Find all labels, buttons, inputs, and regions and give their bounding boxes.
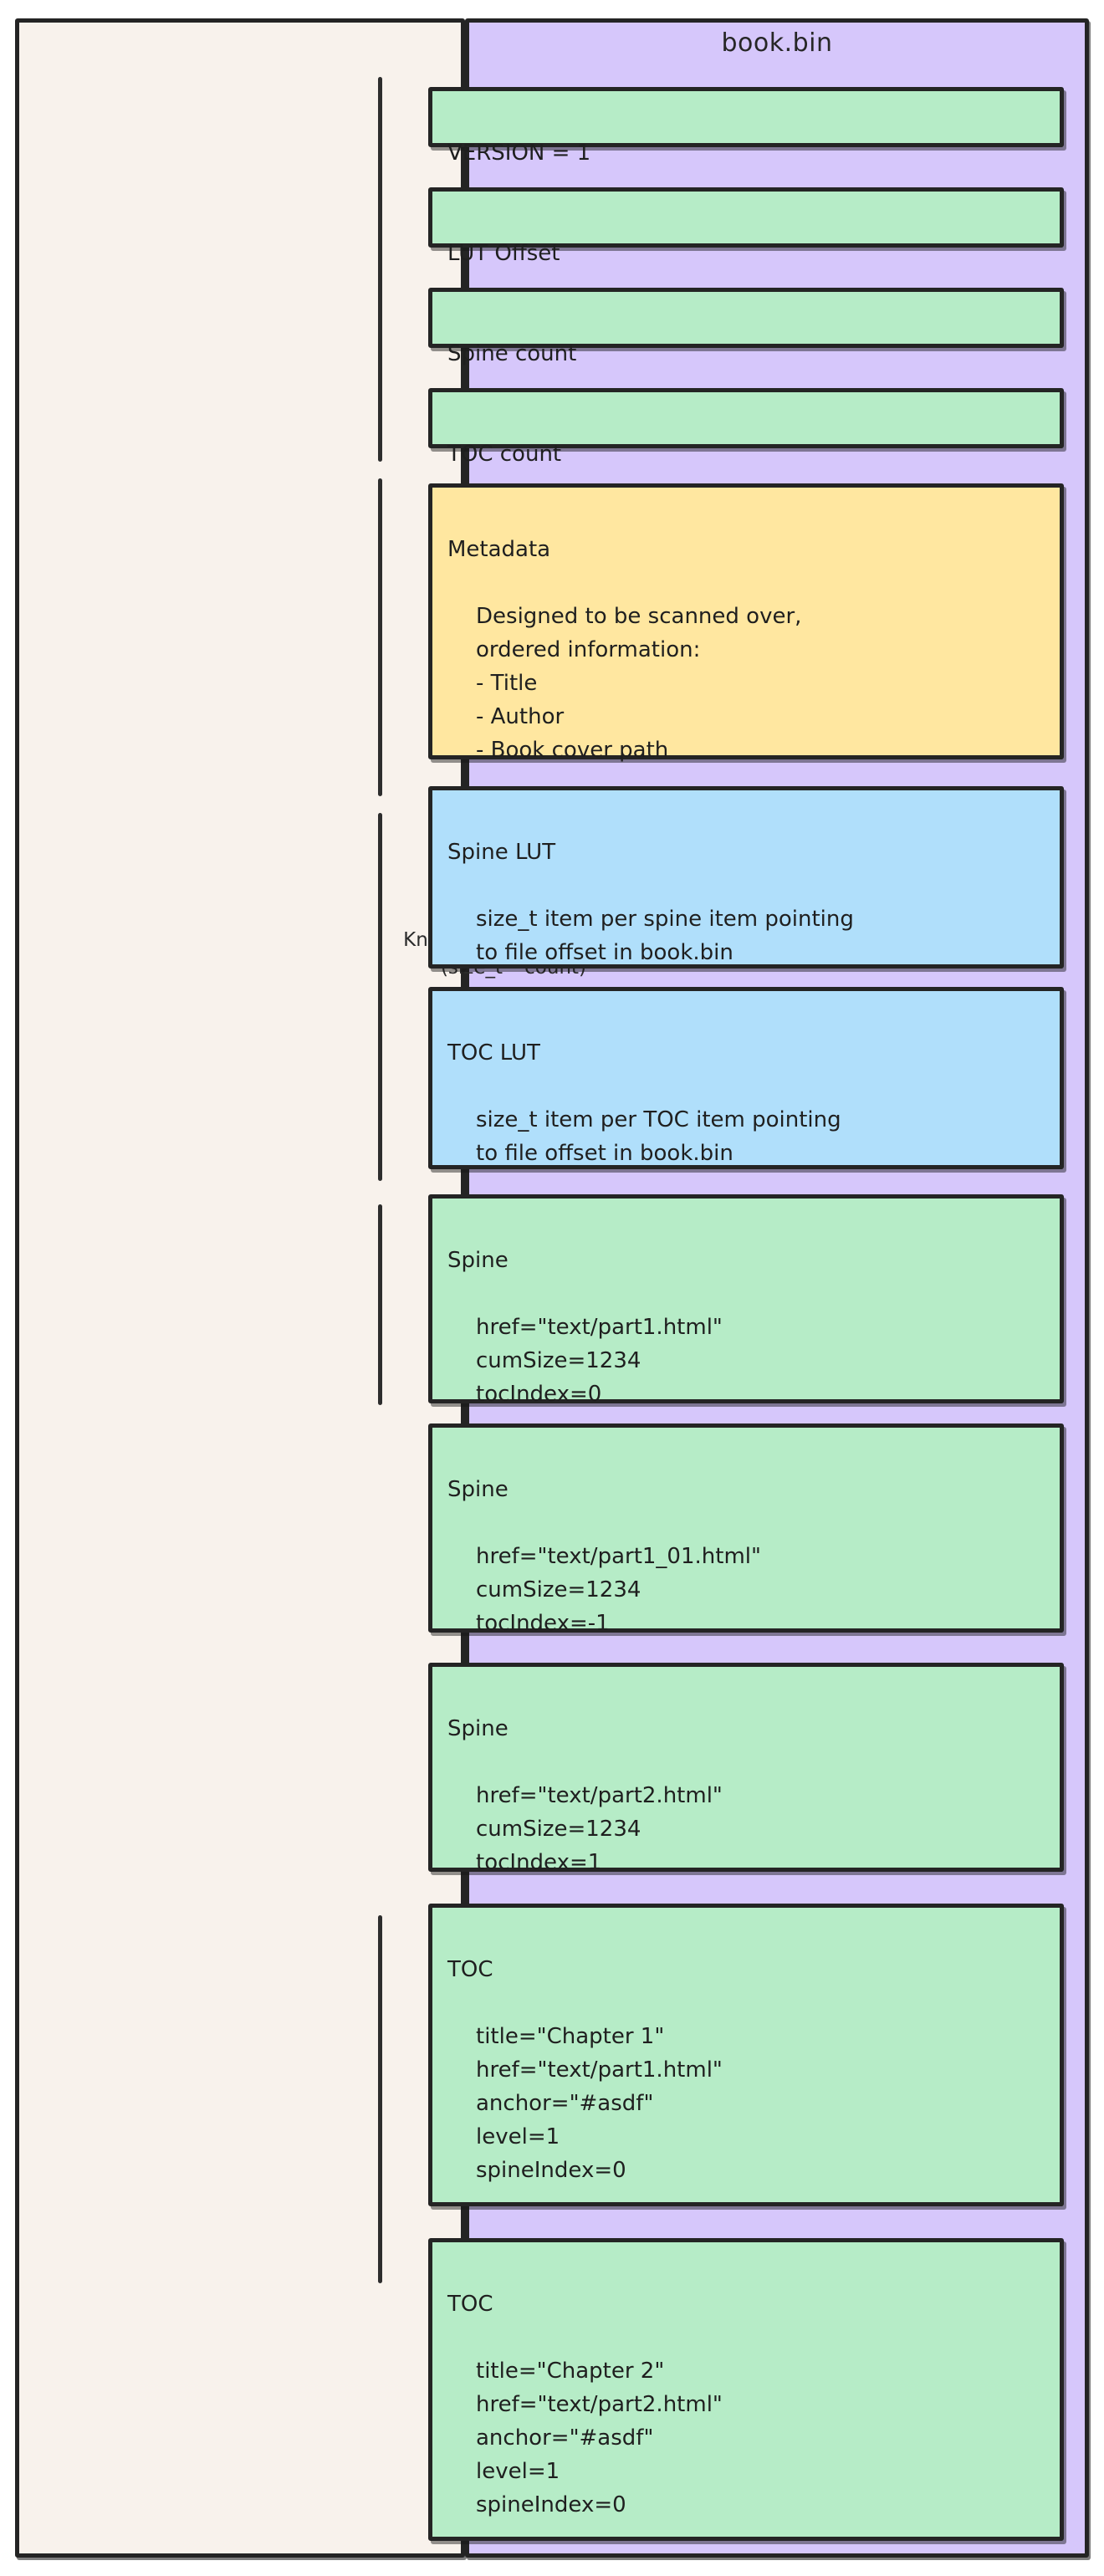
block-spine-2: Spine href="text/part1_01.html" cumSize=…	[428, 1423, 1064, 1636]
block-spine-3: Spine href="text/part2.html" cumSize=123…	[428, 1663, 1064, 1875]
block-toc-2-body: title="Chapter 2" href="text/part2.html"…	[476, 2359, 723, 2517]
block-metadata-body: Designed to be scanned over, ordered inf…	[476, 604, 802, 763]
bracket-variable-title-href	[378, 1915, 382, 2283]
bracket-fixed-size	[378, 77, 382, 462]
block-toc-count: TOC count	[428, 388, 1064, 467]
block-version: VERSION = 1	[428, 87, 1064, 166]
block-toc-2: TOC title="Chapter 2" href="text/part2.h…	[428, 2238, 1064, 2541]
block-spine-3-body: href="text/part2.html" cumSize=1234 tocI…	[476, 1783, 723, 1875]
block-toc-lut-body: size_t item per TOC item pointing to fil…	[476, 1107, 841, 1166]
block-version-title: VERSION = 1	[447, 141, 591, 166]
block-spine-count: Spine count	[428, 288, 1064, 366]
block-spine-lut-body: size_t item per spine item pointing to f…	[476, 907, 854, 965]
block-toc-lut: TOC LUT size_t item per TOC item pointin…	[428, 987, 1064, 1169]
block-toc-1-title: TOC	[447, 1957, 493, 1982]
block-metadata: Metadata Designed to be scanned over, or…	[428, 483, 1064, 763]
block-toc-1-body: title="Chapter 1" href="text/part1.html"…	[476, 2024, 723, 2183]
block-spine-count-title: Spine count	[447, 341, 577, 366]
block-spine-1-title: Spine	[447, 1248, 509, 1273]
bracket-variable-fixed-start	[378, 478, 382, 796]
block-lut-offset-title: LUT Offset	[447, 241, 560, 266]
block-toc-1: TOC title="Chapter 1" href="text/part1.h…	[428, 1904, 1064, 2206]
block-spine-1: Spine href="text/part1.html" cumSize=123…	[428, 1194, 1064, 1407]
block-lut-offset: LUT Offset	[428, 187, 1064, 266]
file-title: book.bin	[721, 28, 833, 58]
block-toc-lut-title: TOC LUT	[447, 1040, 540, 1066]
block-spine-3-title: Spine	[447, 1716, 509, 1741]
block-spine-1-body: href="text/part1.html" cumSize=1234 tocI…	[476, 1315, 723, 1407]
left-annotation-panel	[15, 18, 465, 2558]
block-toc-2-title: TOC	[447, 2292, 493, 2317]
block-spine-2-title: Spine	[447, 1477, 509, 1502]
block-toc-count-title: TOC count	[447, 442, 562, 467]
bracket-knowable-variable	[378, 813, 382, 1181]
block-spine-lut-title: Spine LUT	[447, 840, 556, 865]
block-spine-2-body: href="text/part1_01.html" cumSize=1234 t…	[476, 1544, 761, 1636]
block-spine-lut: Spine LUT size_t item per spine item poi…	[428, 786, 1064, 969]
block-metadata-title: Metadata	[447, 537, 551, 562]
bracket-variable-href	[378, 1204, 382, 1405]
